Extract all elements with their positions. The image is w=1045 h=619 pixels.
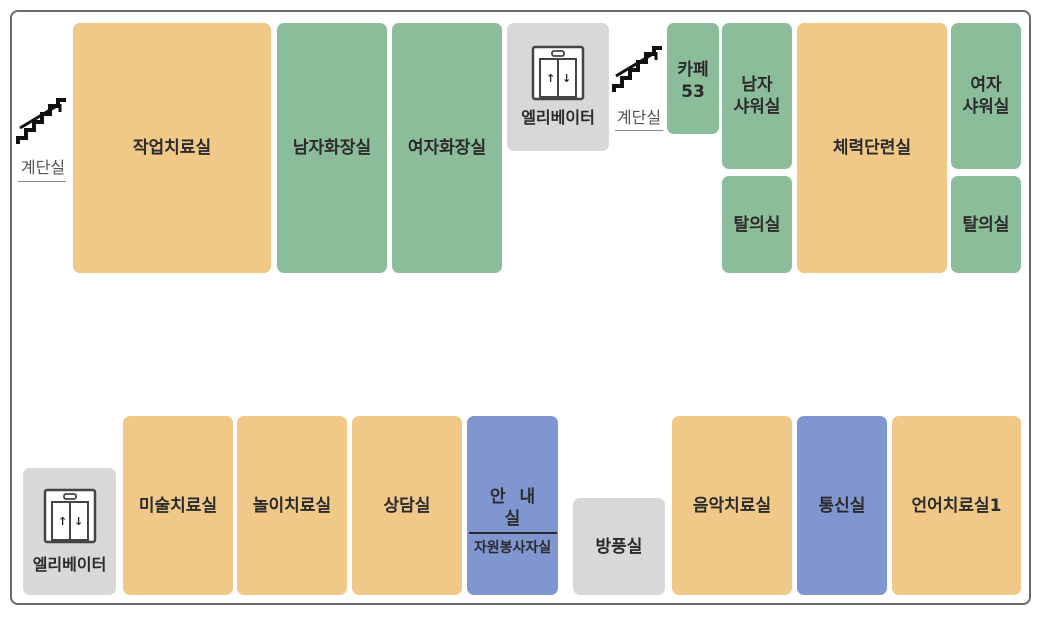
room-communication[interactable]: 통신실 [797, 416, 887, 595]
room-label: 미술치료실 [138, 495, 218, 516]
svg-text:↑: ↑ [58, 515, 67, 528]
left-stairs [16, 98, 70, 184]
left-stairs-underline [18, 181, 66, 182]
room-mens-changing[interactable]: 탈의실 [722, 176, 792, 273]
room-label: 통신실 [818, 495, 866, 516]
top-stairs-underline [615, 130, 663, 131]
room-windbreak[interactable]: 방풍실 [573, 498, 665, 595]
room-play-therapy[interactable]: 놀이치료실 [237, 416, 347, 595]
elevator-icon: ↑ ↓ [43, 488, 97, 544]
divider [468, 532, 557, 534]
room-mens-restroom[interactable]: 남자화장실 [277, 23, 387, 273]
room-label-line2: 샤워실 [962, 97, 1010, 117]
room-label: 엘리베이터 [521, 108, 595, 127]
room-label: 탈의실 [733, 214, 781, 235]
room-elevator-bottom[interactable]: ↑ ↓ 엘리베이터 [23, 468, 116, 595]
room-fitness[interactable]: 체력단련실 [797, 23, 947, 273]
room-info-desk[interactable]: 안내실 자원봉사자실 [467, 416, 558, 595]
room-occupational-therapy[interactable]: 작업치료실 [73, 23, 271, 273]
room-label: 탈의실 [962, 214, 1010, 235]
room-label-line2: 53 [681, 82, 705, 102]
room-label: 언어치료실1 [911, 495, 1002, 516]
room-music-therapy[interactable]: 음악치료실 [672, 416, 792, 595]
room-womens-changing[interactable]: 탈의실 [951, 176, 1021, 273]
room-counseling[interactable]: 상담실 [352, 416, 462, 595]
room-art-therapy[interactable]: 미술치료실 [123, 416, 233, 595]
room-sublabel: 자원봉사자실 [473, 540, 552, 556]
room-cafe-53[interactable]: 카페 53 [667, 23, 719, 134]
left-stairs-label: 계단실 [20, 158, 66, 177]
room-label: 체력단련실 [832, 138, 912, 158]
room-label: 방풍실 [595, 536, 643, 557]
room-mens-shower[interactable]: 남자 샤워실 [722, 23, 792, 169]
room-speech-therapy[interactable]: 언어치료실1 [892, 416, 1021, 595]
room-label: 엘리베이터 [32, 554, 107, 574]
room-label: 안내실 [489, 487, 550, 529]
room-womens-shower[interactable]: 여자 샤워실 [951, 23, 1021, 169]
room-label: 여자화장실 [407, 138, 487, 158]
room-label: 남자화장실 [292, 138, 372, 158]
room-label-line1: 여자 [970, 75, 1002, 95]
elevator-icon: ↑ ↓ [531, 45, 585, 101]
room-label: 작업치료실 [132, 138, 212, 158]
room-label-line1: 카페 [677, 60, 709, 80]
svg-text:↓: ↓ [562, 72, 571, 85]
room-label: 놀이치료실 [252, 495, 332, 516]
room-label-line1: 남자 [741, 75, 773, 95]
svg-text:↓: ↓ [74, 515, 83, 528]
room-elevator-top[interactable]: ↑ ↓ 엘리베이터 [507, 23, 609, 151]
room-womens-restroom[interactable]: 여자화장실 [392, 23, 502, 273]
stairs-icon [612, 46, 662, 92]
room-label-line2: 샤워실 [733, 97, 781, 117]
room-label: 상담실 [383, 495, 431, 516]
top-stairs-label: 계단실 [616, 108, 662, 127]
top-stairs [612, 46, 666, 100]
stairs-icon [16, 98, 66, 144]
svg-text:↑: ↑ [546, 72, 555, 85]
room-label: 음악치료실 [692, 495, 772, 516]
